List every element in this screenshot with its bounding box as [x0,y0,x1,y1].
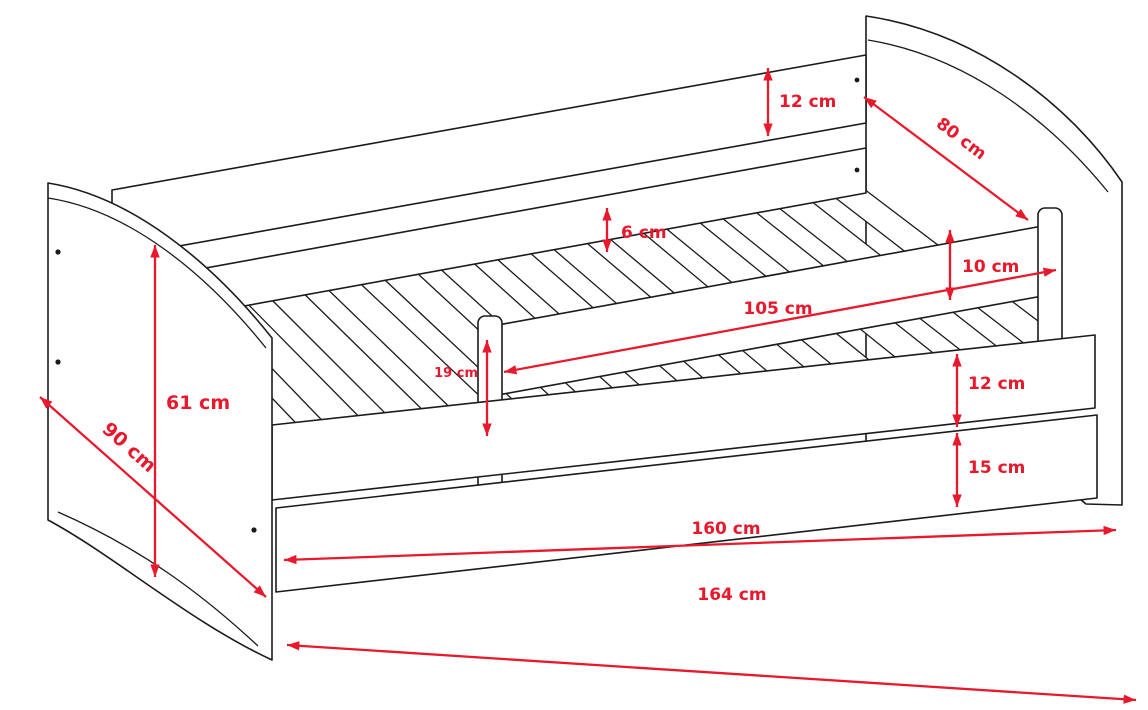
dim-slat-thickness-label: 6 cm [621,223,667,243]
dim-barrier-length: 105 cm [503,267,1057,375]
rail-screw-dot [854,77,860,83]
dim-total-length-label: 164 cm [697,585,766,605]
dim-mattress-length-label: 160 cm [691,519,760,539]
dim-top-rail-height-label: 12 cm [779,92,836,112]
headboard-top-edge-line [867,39,1109,193]
dim-mattress-length-line [283,525,1117,565]
dim-frame-board-height: 12 cm [952,354,1025,427]
dim-slat-thickness: 6 cm [602,208,667,252]
footboard-screw-dot [55,249,61,255]
footboard-outline [47,182,273,661]
dimension-annotations: 12 cm 80 cm 6 cm 10 cm 105 cm 19 cm 12 c… [39,68,1137,704]
dim-bed-width-line [863,96,1029,221]
dim-frame-board-height-label: 12 cm [968,374,1025,394]
dim-barrier-post-height: 19 cm [434,340,492,436]
footboard-panel [47,182,273,661]
dim-barrier-length-line [503,267,1057,375]
dim-bed-depth-line [39,396,267,598]
dim-barrier-length-label: 105 cm [743,299,812,319]
footboard-top-edge-line [47,197,267,349]
dim-barrier-post-height-label: 19 cm [434,366,478,381]
dim-total-length: 164 cm [286,585,1137,704]
dim-drawer-front-height: 15 cm [952,433,1025,507]
footboard-screw-dot [55,359,61,365]
footboard-screw-dot [251,527,257,533]
dim-side-panel-height-label: 61 cm [166,392,230,414]
rail-screw-dot [854,167,860,173]
dim-barrier-height-label: 10 cm [962,257,1019,277]
dim-drawer-front-height-label: 15 cm [968,458,1025,478]
dim-mattress-length: 160 cm [283,519,1117,565]
dim-total-length-line [286,641,1137,704]
dim-top-rail-height: 12 cm [763,68,836,136]
